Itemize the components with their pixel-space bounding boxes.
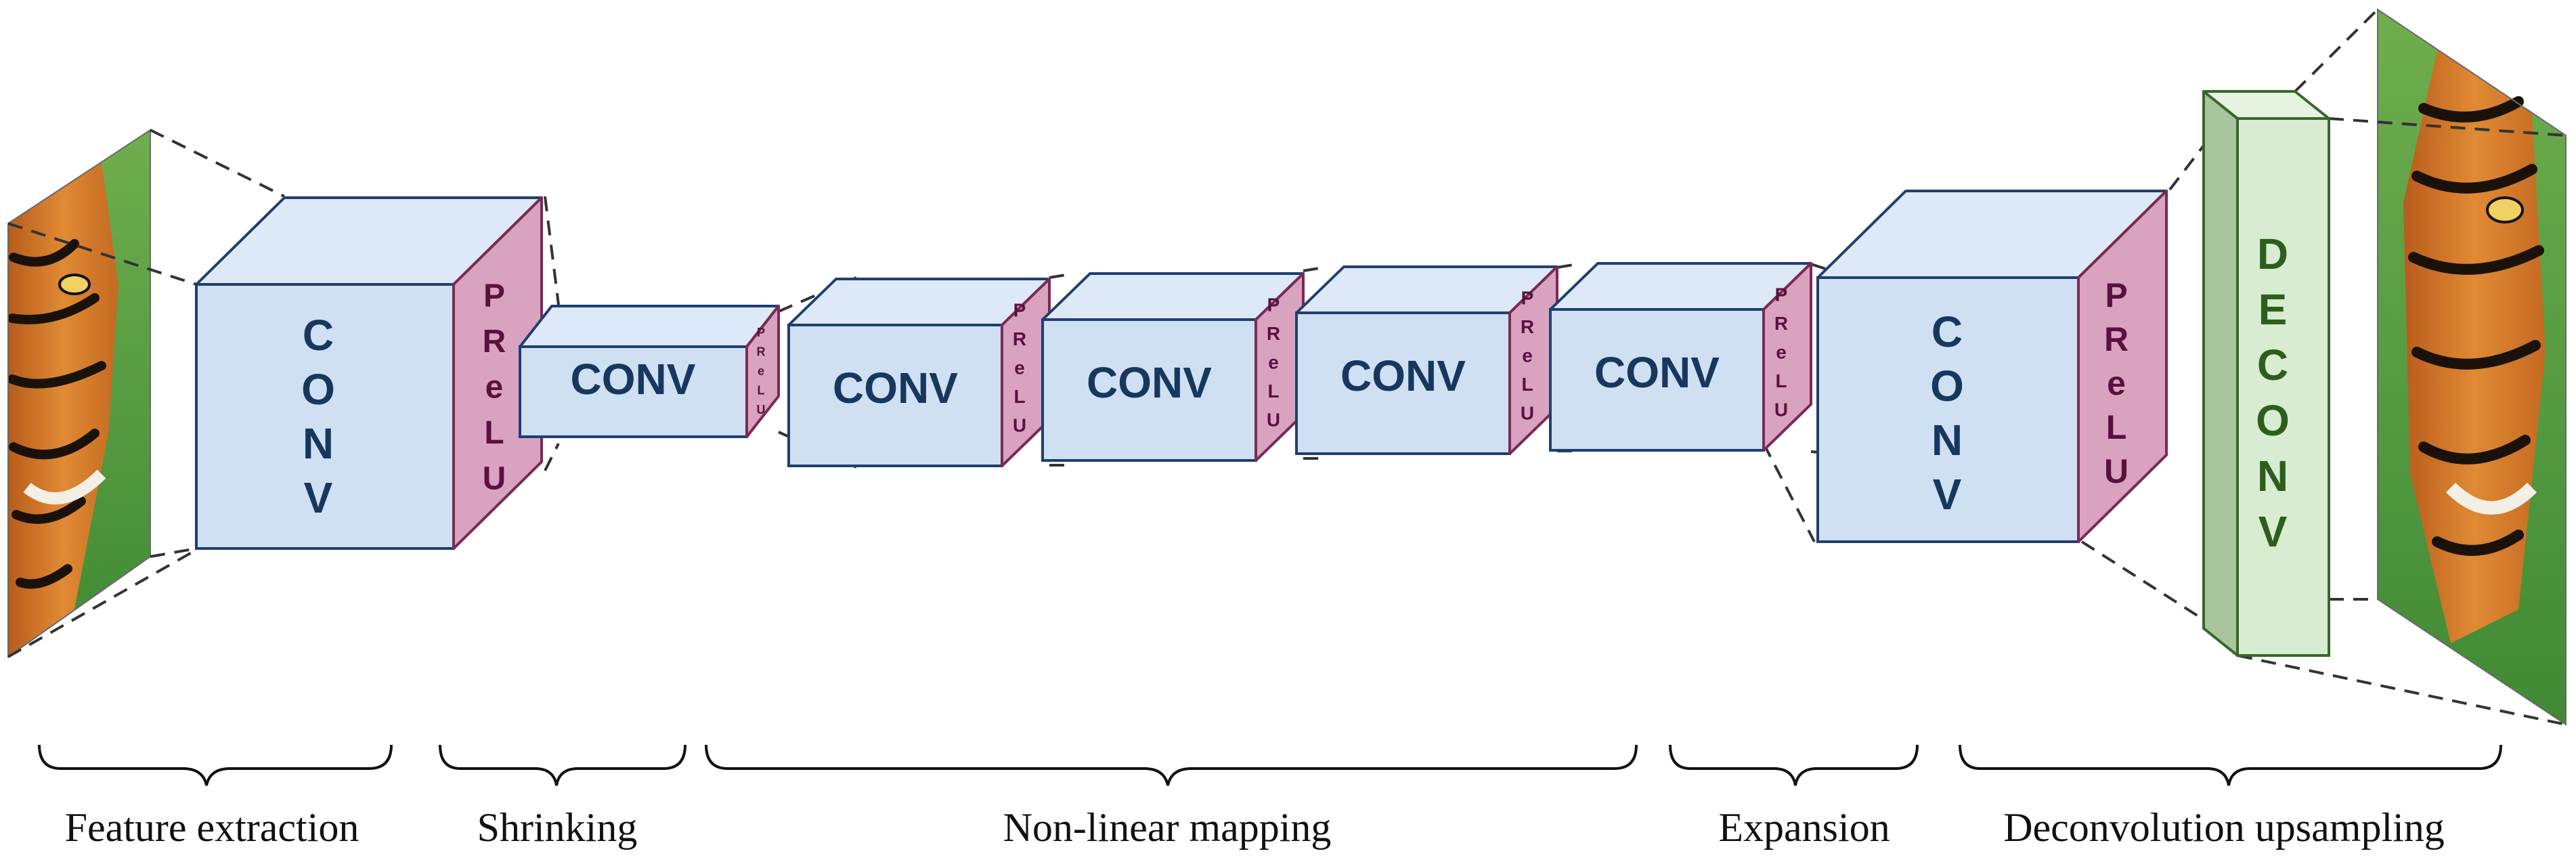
deconv-label-char: D [2257,230,2288,278]
conv-label-shrinking: CONV [571,355,696,404]
prelu-label-mapping-4-char: U [1774,399,1788,420]
stage-braces [38,744,2502,786]
prelu-label-expansion-char: R [2104,320,2129,358]
prelu-label-mapping-2-char: R [1267,323,1280,344]
prelu-label-mapping-2-char: L [1267,381,1279,402]
deconv-label-char: C [2257,341,2288,389]
conv-label-feature-char: N [303,419,334,468]
deconv-label-char: E [2258,285,2288,334]
prelu-label-mapping-1-char: e [1014,357,1025,378]
prelu-label-mapping-1-char: R [1013,328,1026,349]
prelu-label-mapping-1-char: P [1013,299,1026,320]
prelu-label-mapping-1-char: U [1013,414,1026,435]
prelu-label-feature-char: P [483,278,505,314]
conv-label-feature-char: O [301,365,335,414]
deconv-label-char: O [2256,396,2290,445]
prelu-label-shrinking-char: P [757,326,765,339]
conv-block-mapping-1: CONV [787,278,1051,467]
prelu-label-mapping-3-char: L [1521,374,1533,395]
deconv-label-char: V [2258,507,2288,556]
prelu-label-mapping-4-char: P [1775,284,1788,305]
prelu-label-mapping-2-char: e [1268,351,1279,372]
brace-feature-extraction [38,744,393,786]
stage-label-shrinking: Shrinking [477,805,638,850]
prelu-label-mapping-2-char: U [1267,409,1280,430]
prelu-label-mapping-3-char: e [1522,345,1533,366]
conv-label-expansion-char: N [1931,416,1963,465]
brace-expansion [1669,744,1919,786]
prelu-label-mapping-3-char: P [1521,287,1534,308]
prelu-label-mapping-3-char: U [1521,402,1534,423]
prelu-label-shrinking-char: e [758,364,764,378]
conv-block-shrinking: CONV [519,305,780,438]
stage-label-non-linear-mapping: Non-linear mapping [1003,805,1332,850]
conv-label-mapping-1: CONV [833,364,958,412]
brace-non-linear-mapping [705,744,1638,786]
conv-label-expansion-char: V [1933,470,1962,519]
output-image [2377,8,2567,726]
brace-shrinking [439,744,686,786]
brace-deconvolution-upsampling [1959,744,2502,786]
conv-label-expansion-char: C [1931,307,1963,356]
prelu-label-feature-char: e [485,370,504,406]
prelu-label-shrinking-char: R [757,345,766,358]
prelu-label-expansion-char: L [2106,408,2127,446]
prelu-label-feature-char: U [483,461,506,497]
deconv-label-char: N [2257,452,2288,500]
prelu-label-shrinking-char: U [757,403,766,416]
conv-label-feature-char: V [304,473,333,522]
prelu-label-feature-char: L [484,415,504,451]
prelu-label-feature-char: R [483,324,506,360]
prelu-label-mapping-4-char: e [1776,341,1787,362]
stage-label-deconvolution-upsampling: Deconvolution upsampling [2003,805,2445,850]
conv-label-expansion-char: O [1930,362,1964,410]
stage-label-expansion: Expansion [1718,805,1890,850]
prelu-label-mapping-4-char: R [1774,313,1788,334]
stage-label-feature-extraction: Feature extraction [65,805,359,850]
prelu-label-expansion-char: U [2104,452,2129,490]
conv-label-mapping-2: CONV [1087,358,1212,407]
prelu-label-mapping-1-char: L [1013,386,1025,407]
prelu-label-shrinking-char: L [758,383,765,397]
stage-labels: Feature extraction Shrinking Non-linear … [65,805,2445,850]
conv-label-mapping-3: CONV [1340,351,1466,400]
input-image [7,129,151,658]
prelu-label-mapping-2-char: P [1267,294,1280,315]
conv-label-feature-char: C [303,311,334,360]
prelu-label-expansion-char: P [2105,276,2127,314]
prelu-label-mapping-3-char: R [1521,316,1534,337]
prelu-label-mapping-4-char: L [1775,370,1787,391]
prelu-label-expansion-char: e [2107,364,2126,402]
conv-label-mapping-4: CONV [1594,348,1720,397]
